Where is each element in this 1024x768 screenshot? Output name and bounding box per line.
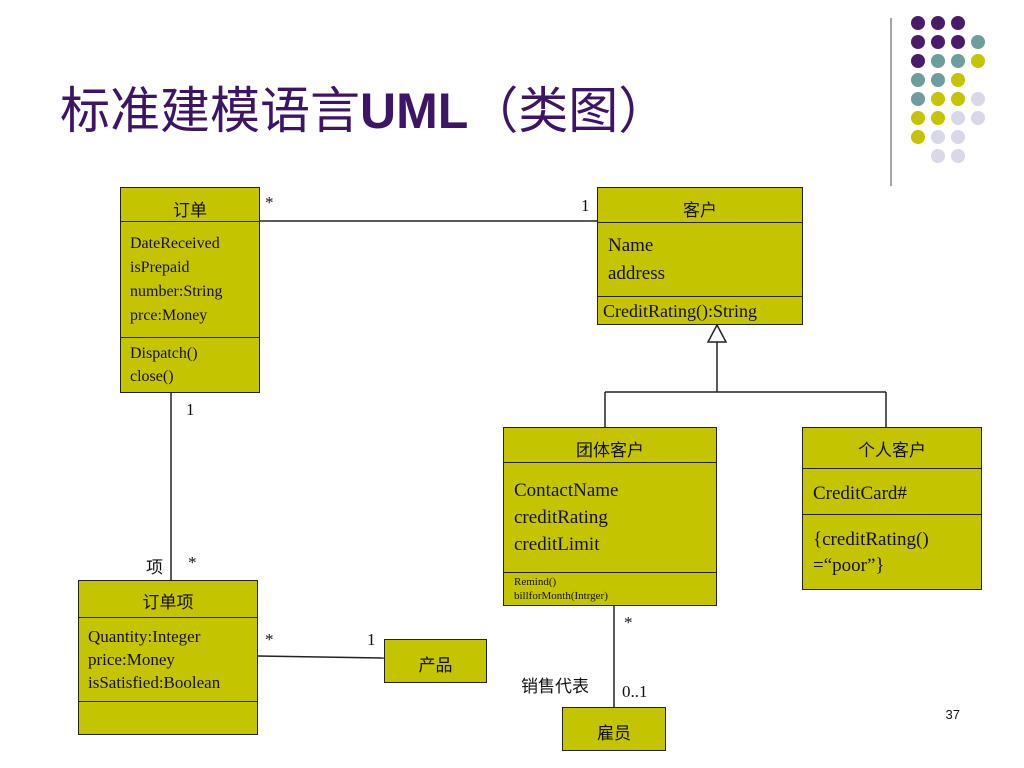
decorative-dot (931, 54, 945, 68)
class-order-line: 订单项 Quantity:Integer price:Money isSatis… (78, 580, 258, 735)
multiplicity-product-to-orderline: 1 (367, 630, 376, 649)
class-product: 产品 (384, 639, 487, 683)
multiplicity-order-to-orderline: 1 (186, 400, 195, 419)
class-order-operations: Dispatch() close() (130, 345, 198, 385)
decorative-dot (931, 149, 945, 163)
class-employee-name: 雇员 (597, 724, 631, 744)
class-personal-customer-name: 个人客户 (858, 441, 926, 461)
decorative-dot (911, 92, 925, 106)
class-order-name: 订单 (173, 201, 207, 221)
multiplicity-orderline-to-order: * (188, 553, 197, 572)
slide-title-cn: 标准建模语言 (60, 82, 360, 140)
decorative-dot (911, 73, 925, 87)
class-personal-customer-attributes: CreditCard# (813, 483, 907, 504)
decorative-dot (951, 111, 965, 125)
generalization-arrowhead (706, 323, 728, 343)
class-order-line-name: 订单项 (142, 593, 194, 613)
decorative-dot (951, 92, 965, 106)
page-number: 37 (945, 707, 960, 722)
decorative-dot (911, 16, 925, 30)
class-employee: 雇员 (562, 707, 666, 751)
multiplicity-order-to-customer: * (265, 193, 274, 212)
class-corporate-customer-operations: Remind() billforMonth(Intrger) (514, 576, 608, 602)
class-order-attributes-compartment: DateReceived isPrepaid number:String prc… (121, 221, 259, 337)
decorative-dot (951, 16, 965, 30)
decorative-dot (951, 54, 965, 68)
decorative-dot (971, 92, 985, 106)
multiplicity-customer-to-order: 1 (581, 196, 590, 215)
class-personal-customer-attributes-compartment: CreditCard# (803, 468, 981, 514)
class-order-operations-compartment: Dispatch() close() (121, 337, 259, 392)
decorative-dot (931, 111, 945, 125)
role-orderline: 项 (146, 558, 163, 578)
slide-title: 标准建模语言UML（类图） (60, 86, 668, 136)
decorative-dot (931, 92, 945, 106)
class-corporate-customer-operations-compartment: Remind() billforMonth(Intrger) (504, 572, 716, 605)
decorative-dot (971, 111, 985, 125)
multiplicity-employee-to-corporate: 0..1 (622, 682, 648, 701)
class-order: 订单 DateReceived isPrepaid number:String … (120, 187, 260, 393)
class-order-line-attributes-compartment: Quantity:Integer price:Money isSatisfied… (79, 617, 257, 701)
decorative-dot (971, 35, 985, 49)
class-product-name: 产品 (418, 656, 453, 676)
decorative-dot (951, 130, 965, 144)
slide-title-suffix: （类图） (468, 82, 669, 140)
decorative-dot (911, 130, 925, 144)
association-orderline-product (257, 655, 385, 659)
decorative-dot (951, 73, 965, 87)
class-corporate-customer-attributes-compartment: ContactName creditRating creditLimit (504, 462, 716, 572)
decorative-dot (911, 111, 925, 125)
slide-title-uml: UML (360, 83, 469, 139)
class-corporate-customer: 团体客户 ContactName creditRating creditLimi… (503, 427, 717, 606)
decorative-dot (951, 149, 965, 163)
class-order-attributes: DateReceived isPrepaid number:String prc… (130, 235, 223, 324)
class-customer-attributes-compartment: Name address (598, 222, 802, 296)
decorative-dot (931, 16, 945, 30)
decorative-dot (911, 54, 925, 68)
class-order-line-attributes: Quantity:Integer price:Money isSatisfied… (88, 627, 221, 692)
class-customer-name: 客户 (683, 201, 717, 221)
decorative-dot (911, 35, 925, 49)
class-personal-customer: 个人客户 CreditCard# {creditRating() =“poor”… (802, 427, 982, 590)
multiplicity-corporate-to-employee: * (624, 613, 633, 632)
class-personal-customer-operations-compartment: {creditRating() =“poor”} (803, 514, 981, 589)
decorative-dot-grid (911, 16, 985, 163)
decorative-dot (931, 130, 945, 144)
decorative-dot (931, 73, 945, 87)
class-corporate-customer-name: 团体客户 (576, 441, 644, 461)
multiplicity-orderline-to-product: * (265, 630, 274, 649)
class-customer: 客户 Name address CreditRating():String (597, 187, 803, 325)
decorative-dot (951, 35, 965, 49)
class-customer-operations-compartment: CreditRating():String (598, 296, 802, 324)
decorative-dot (931, 35, 945, 49)
class-customer-attributes: Name address (608, 235, 665, 284)
class-order-line-operations-compartment (79, 701, 257, 734)
class-corporate-customer-attributes: ContactName creditRating creditLimit (514, 480, 619, 555)
role-sales-representative: 销售代表 (521, 677, 589, 697)
class-customer-operations: CreditRating():String (603, 301, 757, 321)
class-personal-customer-constraint: {creditRating() =“poor”} (813, 529, 929, 576)
decorative-dot (971, 54, 985, 68)
